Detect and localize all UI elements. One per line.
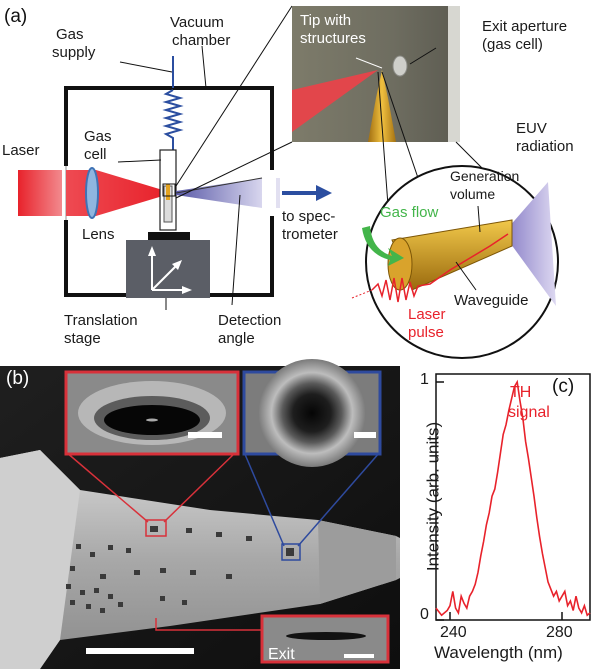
to-spectrometer-label: to spec-	[282, 208, 336, 225]
to-spectrometer-label-2: trometer	[282, 226, 338, 243]
to-spectrometer-arrow	[316, 185, 332, 201]
translation-stage	[126, 240, 210, 298]
tip-structures-label-2: structures	[300, 30, 366, 47]
generation-volume-label: Generation	[450, 168, 520, 184]
detection-angle-label: Detection	[218, 312, 282, 329]
gas-cell-label: Gas	[84, 128, 112, 145]
lens-label: Lens	[82, 226, 115, 243]
laser-pulse-label: Laser	[408, 306, 446, 323]
waveguide-label: Waveguide	[454, 292, 529, 309]
vacuum-chamber-label: Vacuum	[170, 14, 224, 31]
y-axis-label: Intensity (arb. units)	[423, 421, 443, 572]
lens	[85, 167, 99, 219]
legend-th: TH	[510, 384, 532, 401]
x-tick-label-240: 240	[440, 624, 467, 641]
generation-volume-label-2: volume	[450, 186, 496, 202]
inset-tip	[368, 70, 396, 142]
translation-stage-label-2: stage	[64, 330, 101, 347]
euv-radiation-label-2: radiation	[516, 138, 574, 155]
inset-laser-cone	[292, 70, 378, 132]
exit-label: Exit	[268, 646, 295, 663]
y-tick-label-1: 1	[420, 371, 429, 388]
gas-supply-label: Gas	[56, 26, 84, 43]
stage-mount	[148, 232, 190, 240]
legend-signal: signal	[508, 404, 550, 421]
vacuum-chamber-label-2: chamber	[172, 32, 231, 49]
laser-beam	[18, 170, 62, 216]
tip-structures-label: Tip with	[300, 12, 352, 29]
euv-radiation-label: EUV	[516, 120, 547, 137]
laser-pulse-wave	[371, 233, 509, 303]
tip-small	[166, 184, 170, 200]
euv-radiation-cone	[508, 182, 556, 306]
gas-flow-arrow	[362, 226, 404, 266]
laser-label: Laser	[2, 142, 40, 159]
exit-aperture	[392, 55, 408, 77]
exit-aperture-label-2: (gas cell)	[482, 36, 543, 53]
x-tick-label-280: 280	[546, 624, 573, 641]
gas-cell-label-2: cell	[84, 146, 107, 163]
translation-stage-label: Translation	[64, 312, 138, 329]
y-tick-label-0: 0	[420, 606, 429, 623]
detection-beam	[176, 178, 262, 208]
chamber-window-right	[268, 170, 276, 216]
gas-flow-label: Gas flow	[380, 204, 439, 221]
gas-supply-coil	[162, 89, 184, 150]
x-axis-label: Wavelength (nm)	[434, 643, 563, 662]
laser-pulse-label-2: pulse	[408, 324, 444, 341]
panel-c-tag: (c)	[552, 376, 575, 397]
panel-b-tag: (b)	[6, 368, 30, 389]
detection-angle-label-2: angle	[218, 330, 255, 347]
panel-a-tag: (a)	[4, 6, 28, 27]
exit-aperture-label: Exit aperture	[482, 18, 568, 35]
gas-supply-label-2: supply	[52, 44, 96, 61]
